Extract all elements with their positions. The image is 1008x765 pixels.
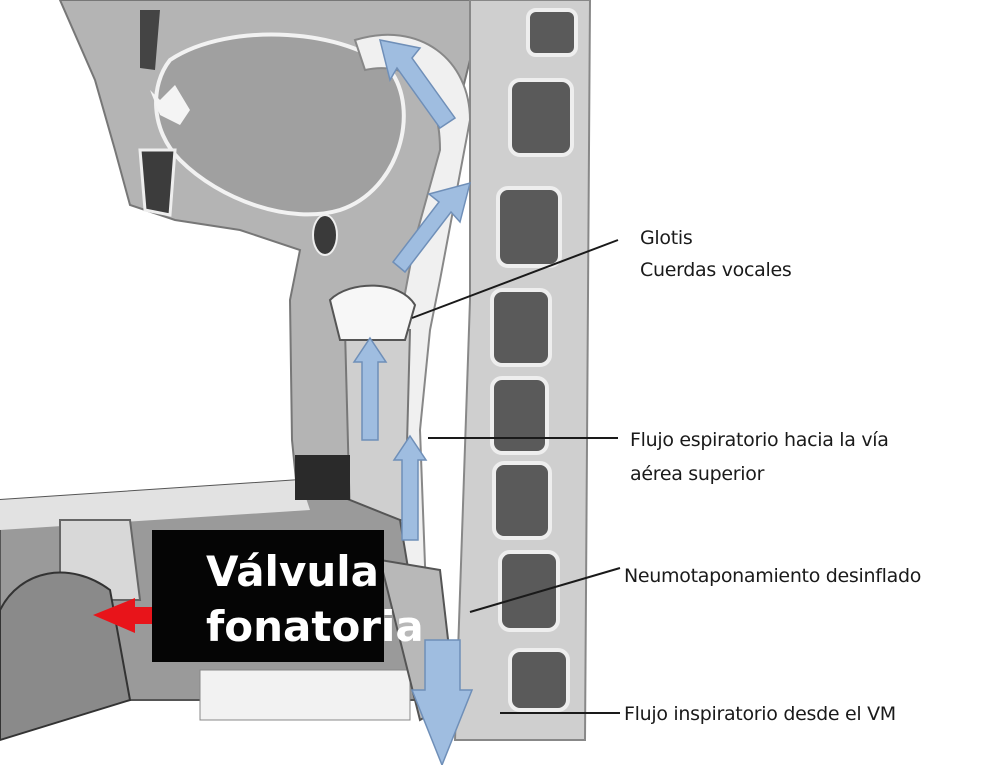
label-flujo-inspiratorio: Flujo inspiratorio desde el VM: [624, 698, 896, 730]
valve-label-box: Válvula fonatoria: [152, 530, 384, 662]
label-flujo-espiratorio-2: aérea superior: [630, 458, 764, 490]
label-glotis: Glotis: [640, 222, 692, 254]
label-cuerdas-vocales: Cuerdas vocales: [640, 254, 791, 286]
label-flujo-espiratorio-1: Flujo espiratorio hacia la vía: [630, 424, 889, 456]
valve-label-line1: Válvula: [206, 544, 384, 599]
spine: [455, 0, 590, 740]
label-neumotaponamiento: Neumotaponamiento desinflado: [624, 560, 921, 592]
valve-label-line2: fonatoria: [206, 599, 384, 654]
